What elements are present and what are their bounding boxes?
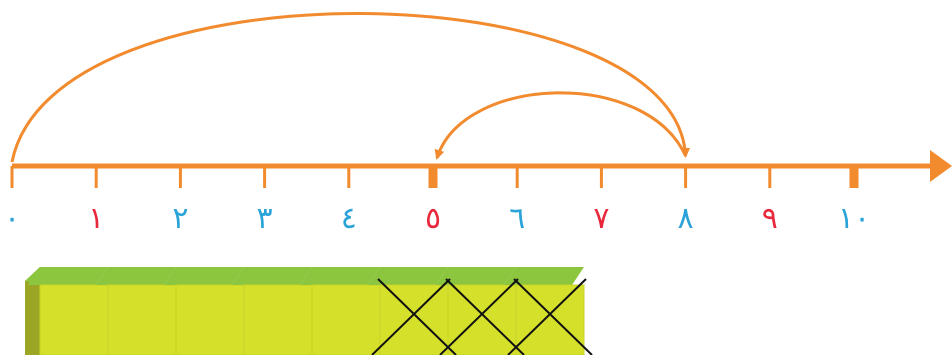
block-3 bbox=[176, 285, 244, 355]
block-7 bbox=[448, 285, 516, 355]
tick-label-6: ٦ bbox=[509, 201, 525, 236]
block-top-4 bbox=[232, 267, 312, 285]
block-top-5 bbox=[300, 267, 380, 285]
tick-label-3: ٣ bbox=[257, 201, 273, 236]
jump-arc-0-to-8 bbox=[12, 13, 686, 162]
tick-label-9: ٩ bbox=[762, 201, 778, 236]
tick-label-10: ١٠ bbox=[838, 201, 870, 236]
tick-label-1: ١ bbox=[88, 201, 104, 236]
jump-arcs bbox=[12, 13, 686, 162]
number-line-labels: ٠ ١ ٢ ٣ ٤ ٥ ٦ ٧ ٨ ٩ ١٠ bbox=[4, 201, 870, 236]
block-4 bbox=[244, 285, 312, 355]
tick-label-5: ٥ bbox=[425, 201, 441, 236]
tick-label-8: ٨ bbox=[678, 201, 694, 236]
unit-blocks bbox=[25, 267, 592, 355]
block-top-2 bbox=[96, 267, 176, 285]
block-6 bbox=[380, 285, 448, 355]
axis-arrow-icon bbox=[930, 150, 952, 182]
jump-arc-8-to-5 bbox=[437, 93, 686, 158]
block-1 bbox=[40, 285, 108, 355]
block-2 bbox=[108, 285, 176, 355]
number-line-axis bbox=[12, 150, 952, 188]
block-8 bbox=[516, 285, 584, 355]
block-top-3 bbox=[164, 267, 244, 285]
tick-label-4: ٤ bbox=[341, 201, 357, 236]
tick-label-7: ٧ bbox=[593, 201, 609, 236]
block-5 bbox=[312, 285, 380, 355]
tick-label-0: ٠ bbox=[4, 201, 20, 236]
tick-label-2: ٢ bbox=[172, 201, 188, 236]
